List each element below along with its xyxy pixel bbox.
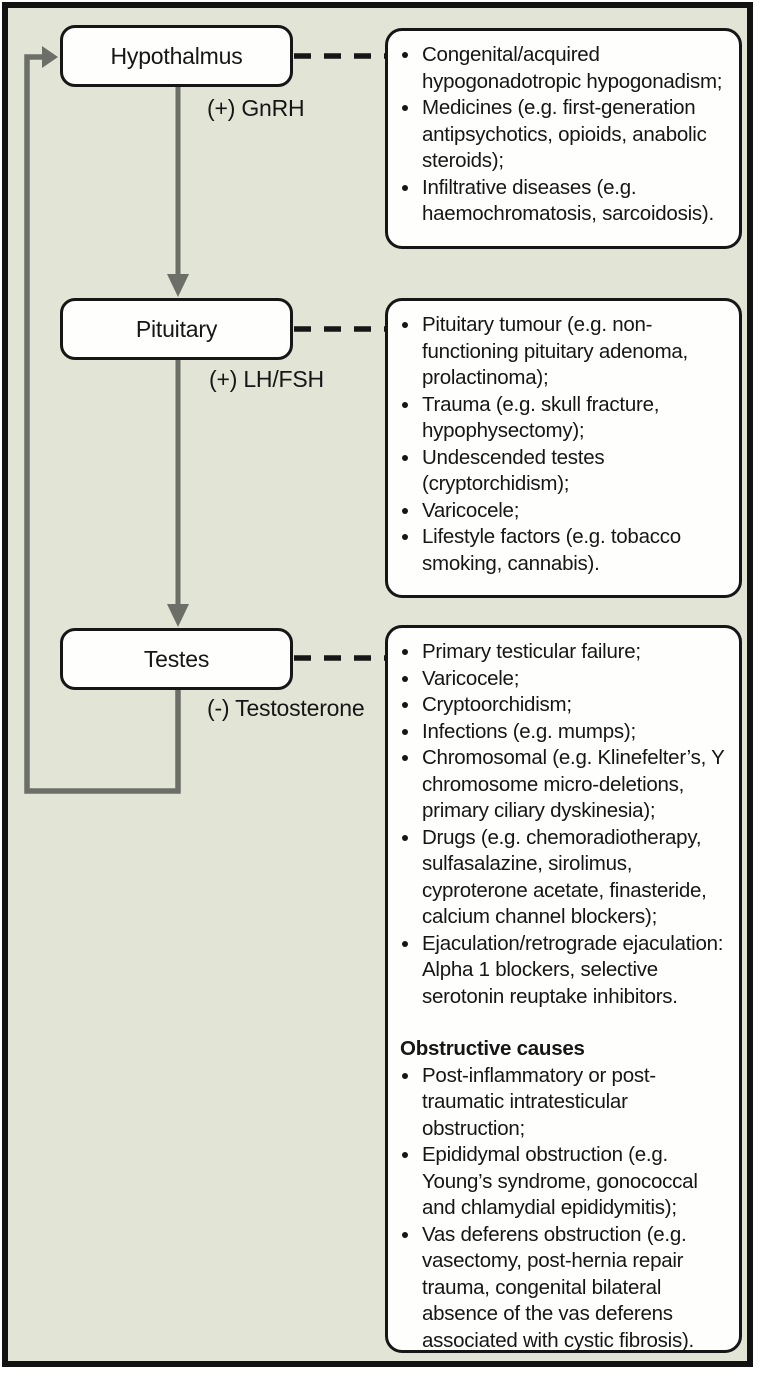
hypothalamic-causes-list: Congenital/acquired hypogonadotropic hyp…	[400, 42, 730, 228]
bullet-item: Infiltrative diseases (e.g. haemochromat…	[421, 175, 730, 228]
bullet-item: Cryptoorchidism;	[421, 692, 730, 719]
edge-label-gnrh: (+) GnRH	[207, 95, 305, 121]
node-testes-label: Testes	[143, 645, 210, 672]
edge-label-lh-fsh: (+) LH/FSH	[209, 366, 324, 392]
node-pituitary-label: Pituitary	[135, 315, 218, 342]
node-hypothalamus-label: Hypothalmus	[110, 42, 243, 69]
bullet-item: Trauma (e.g. skull fracture, hypophysect…	[421, 392, 730, 445]
bullet-item: Ejaculation/retrograde ejaculation: Alph…	[421, 931, 730, 1011]
bullet-item: Pituitary tumour (e.g. non-functioning p…	[421, 312, 730, 392]
node-hypothalamus: Hypothalmus	[60, 25, 293, 87]
bullet-item: Varicocele;	[421, 666, 730, 693]
pituitary-causes-list: Pituitary tumour (e.g. non-functioning p…	[400, 312, 730, 577]
bullet-item: Post-inflammatory or post-traumatic intr…	[421, 1063, 730, 1143]
obstructive-causes-list: Post-inflammatory or post-traumatic intr…	[400, 1063, 730, 1351]
bullet-item: Infections (e.g. mumps);	[421, 719, 730, 746]
panel-testicular-causes: Primary testicular failure;Varicocele;Cr…	[385, 625, 742, 1353]
bullet-item: Epididymal obstruction (e.g. Young’s syn…	[421, 1142, 730, 1222]
bullet-item: Drugs (e.g. chemoradiotherapy, sulfasala…	[421, 825, 730, 931]
bullet-item: Vas deferens obstruction (e.g. vasectomy…	[421, 1222, 730, 1351]
edge-label-testosterone: (-) Testosterone	[207, 695, 365, 721]
panel-hypothalamic-causes: Congenital/acquired hypogonadotropic hyp…	[385, 28, 742, 249]
bullet-item: Varicocele;	[421, 498, 730, 525]
bullet-item: Undescended testes (cryptorchidism);	[421, 445, 730, 498]
panel-pituitary-causes: Pituitary tumour (e.g. non-functioning p…	[385, 298, 742, 598]
obstructive-causes-heading: Obstructive causes	[400, 1037, 585, 1060]
bullet-item: Lifestyle factors (e.g. tobacco smoking,…	[421, 524, 730, 577]
bullet-item: Medicines (e.g. first-generation antipsy…	[421, 95, 730, 175]
bullet-item: Congenital/acquired hypogonadotropic hyp…	[421, 42, 730, 95]
bullet-item: Chromosomal (e.g. Klinefelter’s, Y chrom…	[421, 745, 730, 825]
node-pituitary: Pituitary	[60, 298, 293, 360]
bullet-item: Primary testicular failure;	[421, 639, 730, 666]
testicular-causes-list: Primary testicular failure;Varicocele;Cr…	[400, 639, 730, 1010]
node-testes: Testes	[60, 628, 293, 690]
